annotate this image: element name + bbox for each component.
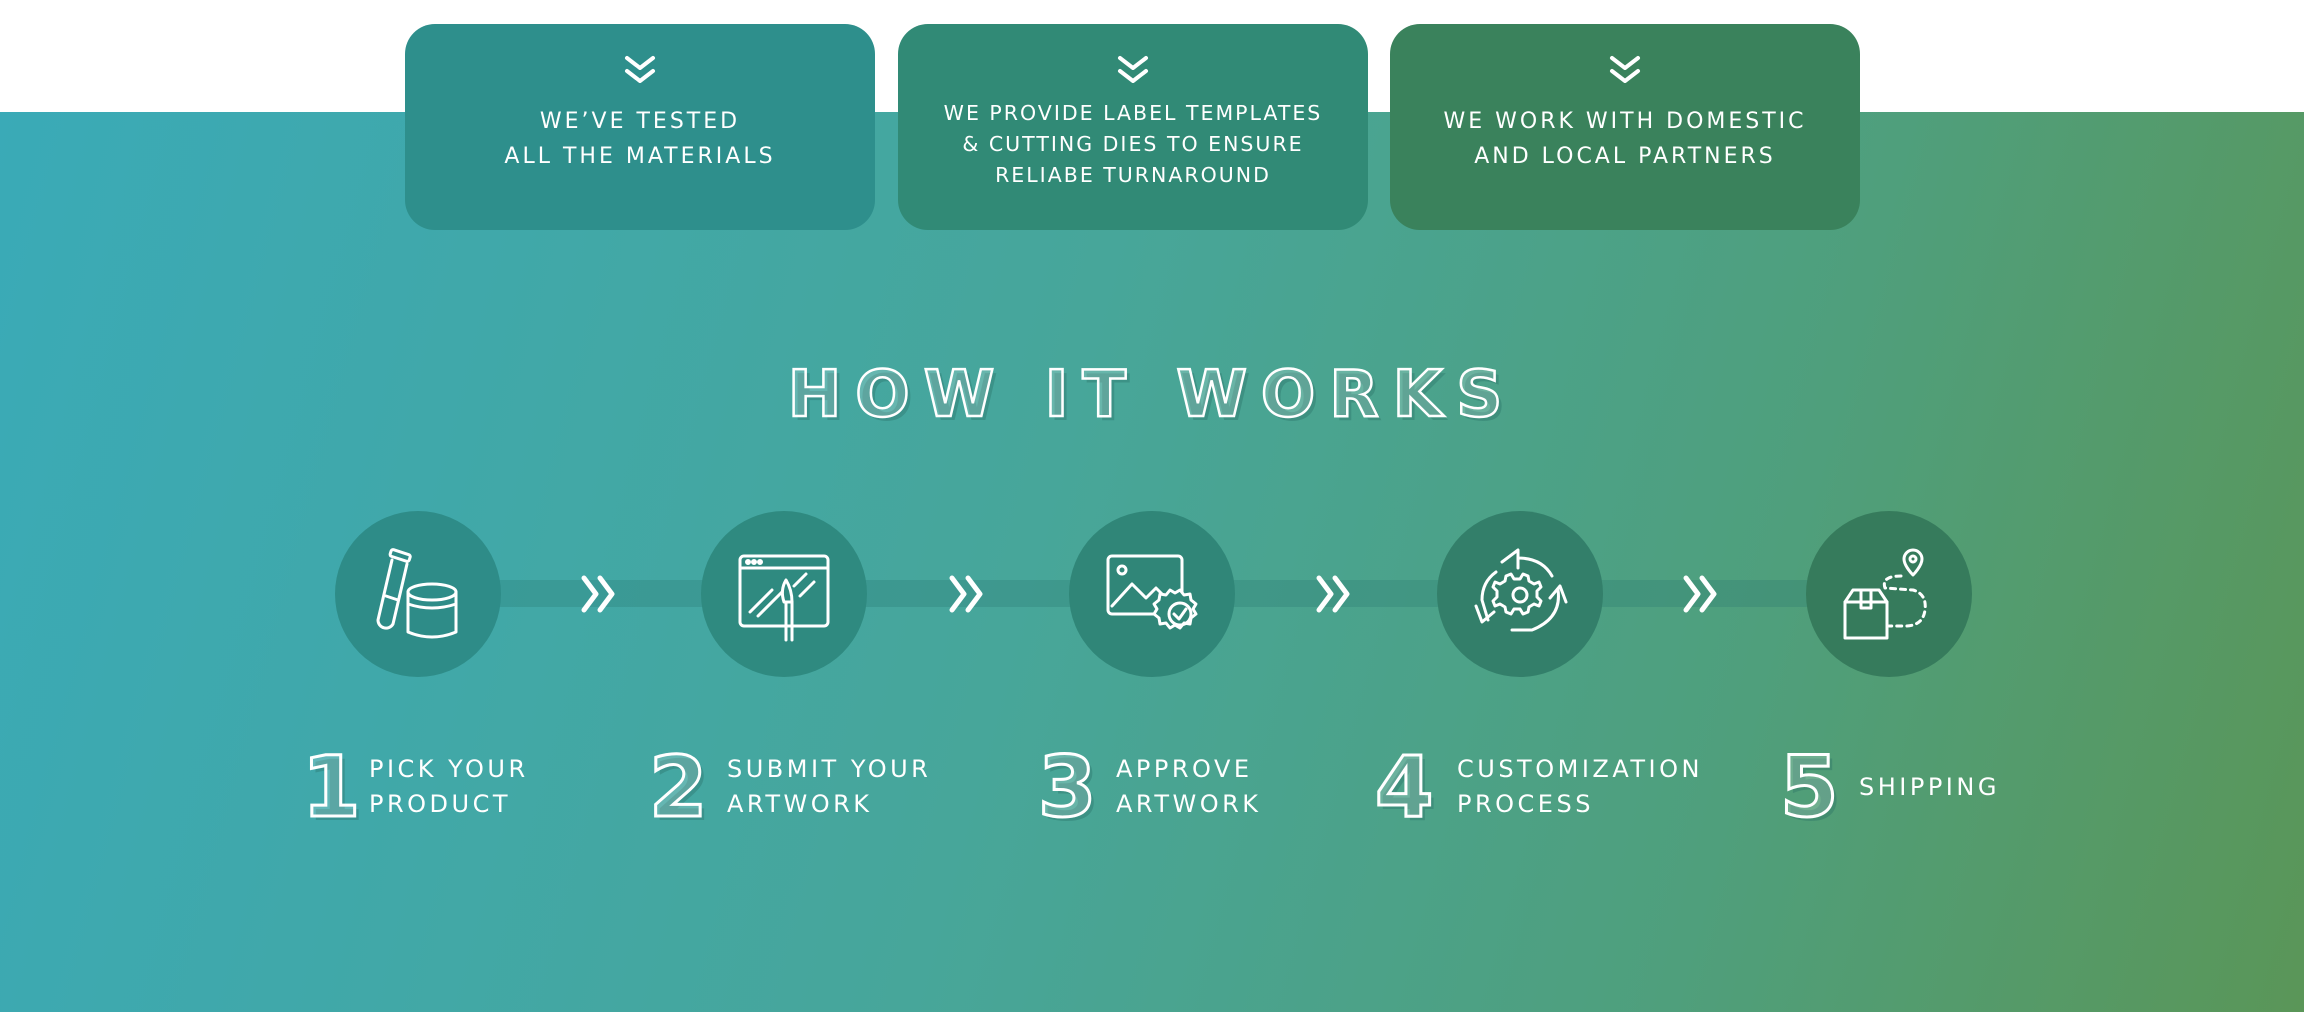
test-tube-jar-icon [376, 548, 458, 639]
feature-card-text: WE’VE TESTED ALL THE MATERIALS [504, 109, 776, 169]
feature-card-text: WE WORK WITH DOMESTIC AND LOCAL PARTNERS [1443, 109, 1807, 169]
step-4-icon-circle [1437, 511, 1603, 677]
shipping-box-route-icon [1843, 548, 1927, 640]
feature-card-tested-materials: WE’VE TESTED ALL THE MATERIALS [405, 24, 875, 230]
double-chevron-down-icon [1610, 56, 1640, 83]
step-2-icon-circle [701, 511, 867, 677]
step-4-label: CUSTOMIZATION PROCESS [1457, 755, 1703, 818]
step-5-label: SHIPPING [1859, 773, 2000, 801]
step-4-number: 4 [1373, 738, 1434, 836]
step-1-number: 1 [300, 738, 361, 836]
feature-card-text: WE PROVIDE LABEL TEMPLATES & CUTTING DIE… [943, 101, 1323, 187]
step-3-label: APPROVE ARTWORK [1116, 755, 1262, 818]
double-chevron-right-icon [949, 575, 983, 613]
double-chevron-down-icon [1118, 56, 1148, 83]
step-3-icon-circle [1069, 511, 1235, 677]
step-3-number: 3 [1036, 738, 1097, 836]
gear-cycle-icon [1474, 548, 1568, 632]
double-chevron-right-icon [1316, 575, 1350, 613]
step-2-number: 2 [647, 738, 708, 836]
step-5-number: 5 [1778, 738, 1839, 836]
step-1-label: PICK YOUR PRODUCT [369, 755, 529, 818]
artwork-brush-icon [738, 554, 830, 642]
image-approve-icon [1106, 554, 1198, 630]
step-2-label: SUBMIT YOUR ARTWORK [727, 755, 932, 818]
double-chevron-right-icon [1683, 575, 1717, 613]
step-5-icon-circle [1806, 511, 1972, 677]
feature-card-label-templates: WE PROVIDE LABEL TEMPLATES & CUTTING DIE… [898, 24, 1368, 230]
section-title: HOW IT WORKS [786, 357, 1517, 434]
step-1-icon-circle [335, 511, 501, 677]
feature-card-domestic-partners: WE WORK WITH DOMESTIC AND LOCAL PARTNERS [1390, 24, 1860, 230]
double-chevron-right-icon [581, 575, 615, 613]
double-chevron-down-icon [625, 56, 655, 83]
